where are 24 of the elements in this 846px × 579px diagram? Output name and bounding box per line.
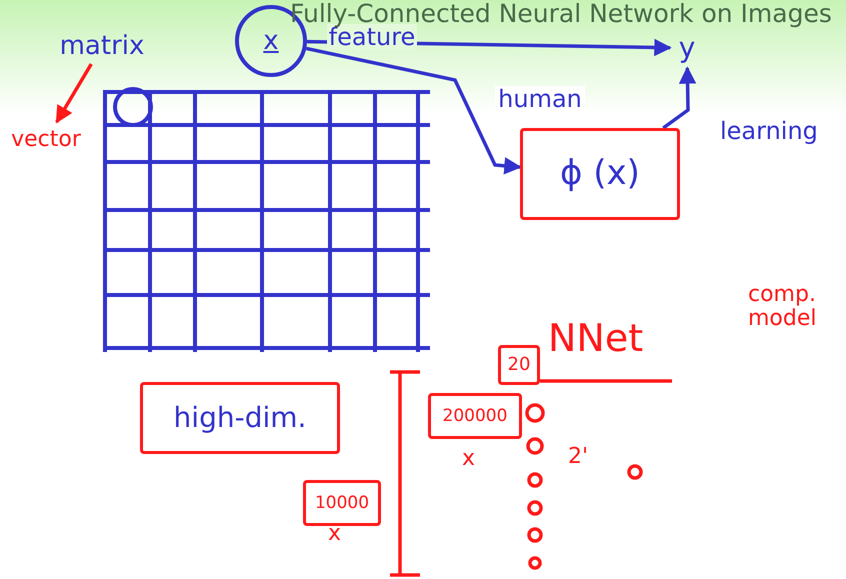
node-text: high-dim.	[174, 402, 306, 434]
handwritten-note: comp. model	[748, 283, 818, 332]
outlined-box	[498, 345, 540, 385]
node-text: 200000	[442, 406, 508, 426]
arrow	[55, 63, 93, 124]
arrow	[306, 46, 522, 175]
node-text: 20	[508, 355, 530, 375]
outlined-box	[303, 480, 381, 526]
outlined-box	[140, 382, 340, 454]
node-text: ϕ (x)	[560, 155, 640, 193]
handwritten-label: y	[678, 32, 696, 64]
handwritten-note: NNet	[548, 318, 644, 360]
handwritten-note: x	[462, 447, 476, 472]
handwritten-label: matrix	[60, 32, 144, 60]
outlined-box	[520, 128, 680, 220]
handwritten-label: vector	[11, 128, 81, 152]
handwritten-note: x	[328, 522, 342, 546]
edge-label: human	[495, 86, 585, 112]
edge-label: learning	[720, 118, 818, 144]
node-text: 10000	[314, 494, 370, 512]
arrow	[662, 66, 696, 130]
handwritten-note: 2'	[568, 445, 588, 470]
outlined-box	[428, 393, 522, 439]
node-text: x	[263, 26, 279, 56]
